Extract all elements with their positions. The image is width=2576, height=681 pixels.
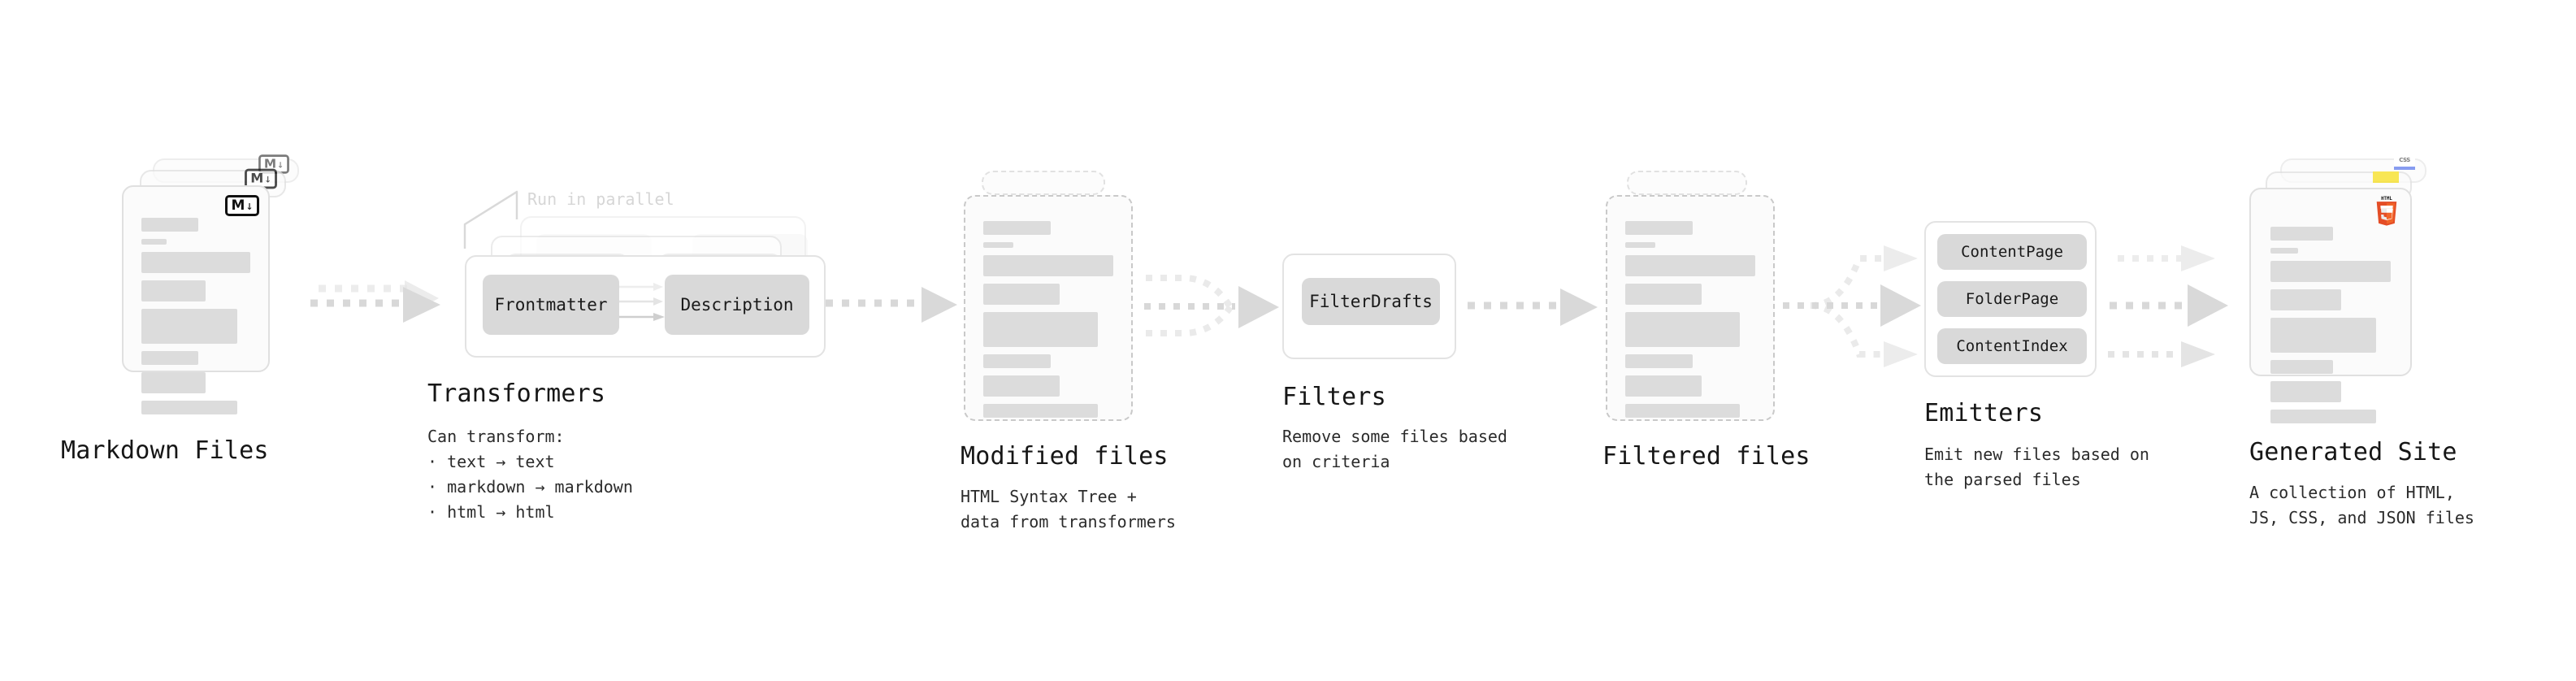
arrow-icon	[310, 280, 440, 323]
stage-emitters: ContentPage FolderPage ContentIndex Emit…	[1924, 221, 2149, 489]
markdown-doc-front: M↓	[122, 185, 270, 414]
generated-card-stack: CSS HTML	[2249, 157, 2436, 427]
skeleton-bar	[141, 239, 167, 245]
transformer-pill-description[interactable]: Description	[665, 275, 809, 335]
skeleton-bar	[141, 309, 237, 344]
arrow-icon	[826, 287, 957, 323]
skeleton-bar	[141, 401, 237, 414]
emitter-pill-contentpage[interactable]: ContentPage	[1937, 234, 2087, 270]
html5-icon: HTML	[2376, 197, 2397, 226]
markdown-icon-letter: M	[250, 171, 264, 187]
skeleton-bar	[983, 242, 1013, 248]
skeleton-bar	[2270, 248, 2299, 254]
skeleton-bar	[141, 351, 198, 365]
skeleton-bar	[983, 221, 1052, 235]
filters-group: FilterDrafts	[1282, 254, 1456, 359]
skeleton-bar	[983, 375, 1060, 397]
stage-subtext-filters: Remove some files based on criteria	[1282, 427, 1507, 471]
connector-filtered-to-emitters	[1775, 237, 1937, 384]
skeleton-bar	[1625, 242, 1655, 248]
stage-filters: FilterDrafts Filters Remove some files b…	[1282, 254, 1507, 471]
stage-heading-emitters: Emitters	[1924, 399, 2044, 427]
markdown-icon-letter: M	[231, 197, 245, 214]
skeleton-bar	[2270, 381, 2342, 402]
markdown-card-stack: M↓ M↓ M↓	[122, 154, 301, 419]
stage-generated-site: CSS HTML	[2249, 157, 2474, 527]
emitters-group: ContentPage FolderPage ContentIndex	[1924, 221, 2097, 377]
skeleton-bar	[2270, 261, 2391, 282]
arrow-icon	[1468, 288, 1598, 326]
transformer-inner-arrow-icon	[619, 283, 665, 321]
stage-heading-generated-site: Generated Site	[2249, 438, 2457, 466]
skeleton-bar	[983, 312, 1098, 347]
run-in-parallel-brace-icon	[463, 190, 518, 249]
skeleton-bar	[2270, 360, 2333, 374]
connector-modified-to-filters	[1134, 244, 1297, 374]
transformer-group-front: Frontmatter Description	[465, 255, 826, 358]
markdown-icon-arrow: ↓	[245, 197, 254, 213]
skeleton-bar	[141, 372, 206, 393]
emitter-pill-contentindex[interactable]: ContentIndex	[1937, 328, 2087, 364]
filtered-card-stack	[1602, 163, 1781, 431]
skeleton-bar	[2270, 318, 2377, 353]
connector-emitters-to-site	[2106, 237, 2261, 384]
skeleton-bar	[2270, 227, 2333, 241]
skeleton-bar	[1625, 404, 1740, 418]
connector-markdown-to-transformers	[302, 272, 449, 337]
stage-heading-filters: Filters	[1282, 383, 1386, 411]
skeleton-bar	[983, 354, 1052, 368]
stage-subtext-generated-site: A collection of HTML, JS, CSS, and JSON …	[2249, 483, 2474, 527]
markdown-icon-arrow: ↓	[276, 157, 284, 171]
modified-card-stack	[961, 163, 1139, 431]
stage-heading-markdown-files: Markdown Files	[61, 436, 269, 465]
svg-text:HTML: HTML	[2381, 197, 2392, 202]
stage-subtext-emitters: Emit new files based on the parsed files	[1924, 445, 2149, 489]
emitter-pill-folderpage[interactable]: FolderPage	[1937, 281, 2087, 317]
arrow-triple-icon	[2108, 245, 2228, 367]
stage-heading-transformers: Transformers	[427, 380, 606, 408]
markdown-icon-letter: M	[263, 156, 277, 171]
skeleton-bar	[141, 218, 198, 232]
skeleton-bar	[1625, 354, 1693, 368]
document-skeleton	[141, 218, 250, 422]
document-skeleton	[1625, 221, 1755, 425]
skeleton-bar	[1625, 221, 1693, 235]
skeleton-bar	[983, 284, 1060, 305]
arrow-fan-out-icon	[1783, 245, 1921, 367]
generated-doc-front: HTML	[2249, 188, 2412, 423]
stage-subtext-modified-files: HTML Syntax Tree + data from transformer…	[961, 487, 1176, 531]
js-icon	[2373, 171, 2399, 183]
skeleton-bar	[1625, 255, 1755, 276]
skeleton-bar	[983, 404, 1098, 418]
filtered-doc-ghost-back	[1627, 171, 1747, 195]
markdown-icon-arrow: ↓	[264, 171, 271, 186]
skeleton-bar	[1625, 284, 1702, 305]
skeleton-bar	[141, 280, 206, 301]
document-skeleton	[983, 221, 1113, 425]
stage-modified-files: Modified files HTML Syntax Tree + data f…	[961, 163, 1176, 531]
skeleton-bar	[141, 252, 250, 273]
skeleton-bar	[2270, 410, 2377, 423]
document-skeleton	[2270, 227, 2391, 431]
skeleton-bar	[983, 255, 1113, 276]
modified-doc-front	[964, 195, 1133, 421]
markdown-icon: M↓	[225, 195, 259, 216]
stage-heading-modified-files: Modified files	[961, 442, 1169, 471]
stage-subtext-transformers: Can transform: · text → text · markdown …	[427, 427, 633, 522]
arrow-fan-in-icon	[1144, 275, 1279, 336]
css-icon: CSS	[2394, 157, 2415, 170]
connector-filters-to-filtered	[1463, 276, 1609, 341]
stage-markdown-files: M↓ M↓ M↓	[61, 154, 301, 465]
stage-filtered-files: Filtered files	[1602, 163, 1810, 471]
filter-pill-filterdrafts[interactable]: FilterDrafts	[1302, 278, 1440, 325]
filtered-doc-front	[1606, 195, 1775, 421]
run-in-parallel-label: Run in parallel	[527, 189, 674, 209]
transformer-pill-frontmatter[interactable]: Frontmatter	[483, 275, 619, 335]
connector-transformers-to-modified	[822, 274, 965, 339]
modified-doc-ghost-back	[982, 171, 1105, 195]
skeleton-bar	[1625, 312, 1740, 347]
stage-heading-filtered-files: Filtered files	[1602, 442, 1811, 471]
skeleton-bar	[2270, 289, 2342, 310]
skeleton-bar	[1625, 375, 1702, 397]
